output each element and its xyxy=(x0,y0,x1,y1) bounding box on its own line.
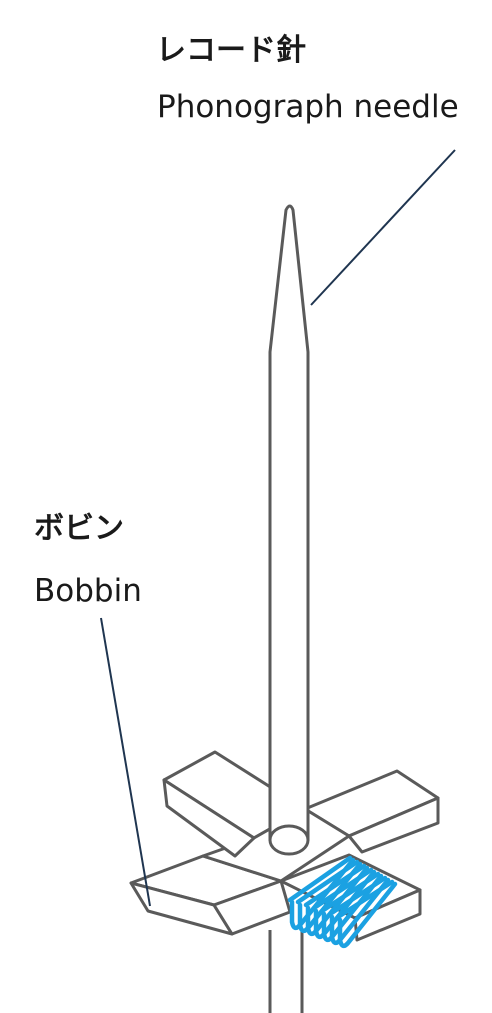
needle-leader-line xyxy=(310,149,456,306)
phonograph-needle xyxy=(268,204,310,856)
bobbin-leader-line xyxy=(100,617,151,907)
needle-shaft-lower xyxy=(268,930,304,1013)
needle-label-en: Phonograph needle xyxy=(157,89,459,125)
bobbin-label-en: Bobbin xyxy=(34,573,142,609)
bobbin-coil xyxy=(287,855,398,949)
bobbin-label-ja: ボビン xyxy=(34,511,124,546)
leader-lines xyxy=(100,149,456,907)
bobbin-base xyxy=(129,750,440,942)
needle-label-ja: レコード針 xyxy=(156,33,306,68)
